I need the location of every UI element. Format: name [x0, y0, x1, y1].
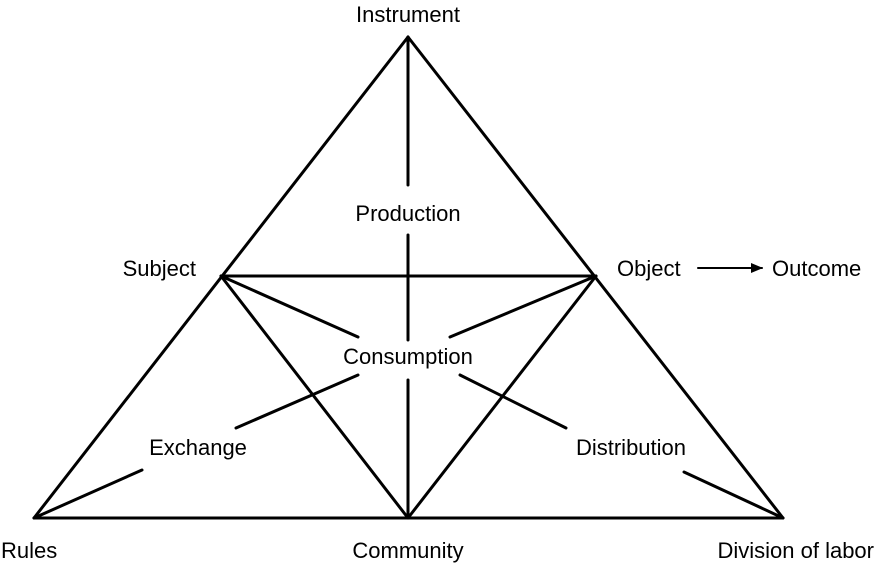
edge-subject-consumption: [219, 274, 360, 339]
edge-distribution-division: [682, 470, 785, 520]
distribution-label: Distribution: [576, 435, 686, 460]
instrument-label: Instrument: [356, 2, 460, 27]
object-label: Object: [617, 256, 681, 281]
edge-object-consumption: [448, 274, 598, 339]
division-of-labor-label: Division of labor: [717, 538, 874, 563]
community-label: Community: [352, 538, 463, 563]
edge-rules-exchange: [32, 468, 144, 520]
consumption-label: Consumption: [343, 344, 473, 369]
production-label: Production: [355, 201, 460, 226]
outcome-label: Outcome: [772, 256, 861, 281]
edge-consumption-distribution: [458, 373, 568, 430]
exchange-label: Exchange: [149, 435, 247, 460]
rules-label: Rules: [1, 538, 57, 563]
subject-label: Subject: [123, 256, 196, 281]
edge-subject-community: [219, 274, 410, 520]
edge-exchange-consumption: [234, 373, 360, 430]
